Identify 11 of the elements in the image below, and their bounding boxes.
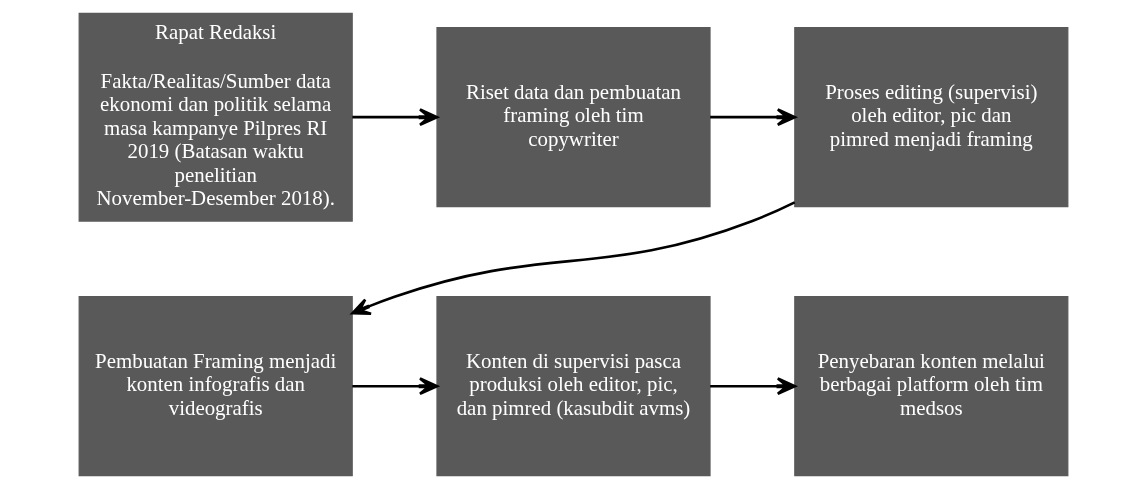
node-box: Penyebaran konten melalui berbagai platform oleh tim medsos — [793, 296, 1068, 477]
arrow — [350, 201, 795, 316]
arrow — [351, 108, 438, 127]
node-box: Konten di supervisi pasca produksi oleh editor, pic, dan pimred (kasubdit avms) — [435, 296, 711, 477]
node-box: Rapat Redaksi Fakta/Realitas/Sumber data ekonomi dan politik selama masa kampanye Pilpres RI 2019 (Batasan waktu penelitian November-Desember 2018). — [78, 12, 353, 222]
node-box: Pembuatan Framing menjadi konten infografis dan videografis — [78, 296, 353, 477]
arrow — [709, 108, 796, 127]
node-box: Riset data dan pembuatan framing oleh tim copywriter — [435, 27, 711, 208]
node-box: Proses editing (supervisi) oleh editor, pic dan pimred menjadi framing — [793, 27, 1068, 208]
arrow — [709, 377, 796, 396]
arrow — [351, 377, 438, 396]
